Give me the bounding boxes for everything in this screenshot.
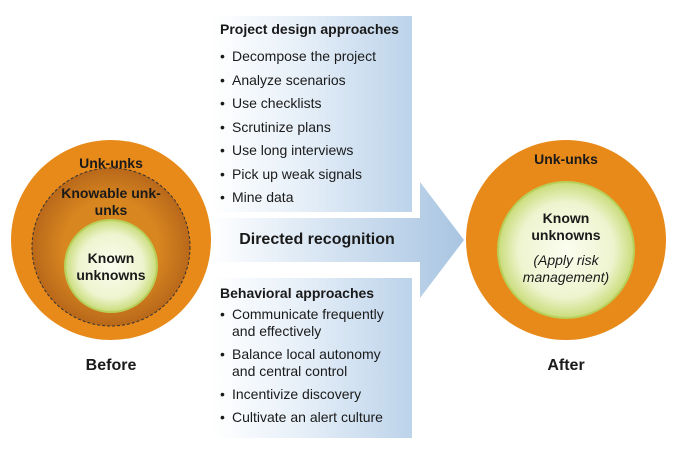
after-unk-unks-label: Unk-unks — [534, 151, 598, 167]
project-design-title: Project design approaches — [220, 21, 399, 37]
after-caption: After — [547, 357, 585, 374]
before-unk-unks-label: Unk-unks — [79, 155, 143, 171]
list-item: Mine data — [220, 186, 410, 210]
list-item: Communicate frequently and effectively — [220, 306, 400, 340]
before-caption: Before — [85, 357, 137, 374]
before-dashed-ring — [31, 167, 191, 327]
before-known-unknowns-label: Known unknowns — [76, 250, 146, 283]
behavioral-list: Communicate frequently and effectively B… — [220, 306, 400, 426]
list-item: Scrutinize plans — [220, 116, 410, 140]
list-item: Analyze scenarios — [220, 69, 410, 93]
project-design-list: Decompose the project Analyze scenarios … — [220, 45, 410, 210]
list-item: Decompose the project — [220, 45, 410, 69]
before-inner-circle — [64, 219, 158, 313]
after-apply-risk-note: (Apply risk management) — [522, 252, 610, 285]
list-item: Balance local autonomy and central contr… — [220, 346, 400, 380]
list-item: Incentivize discovery — [220, 386, 400, 403]
list-item: Use long interviews — [220, 139, 410, 163]
before-knowable-unk-unks-label: Knowable unk-unks — [61, 185, 161, 218]
list-item: Cultivate an alert culture — [220, 409, 400, 426]
after-inner-circle — [497, 181, 635, 319]
list-item: Pick up weak signals — [220, 163, 410, 187]
behavioral-title: Behavioral approaches — [220, 285, 375, 301]
list-item: Use checklists — [220, 92, 410, 116]
directed-recognition-label: Directed recognition — [239, 231, 395, 248]
directed-recognition-arrow — [212, 182, 464, 298]
after-known-unknowns-label: Known unknowns — [531, 210, 601, 243]
